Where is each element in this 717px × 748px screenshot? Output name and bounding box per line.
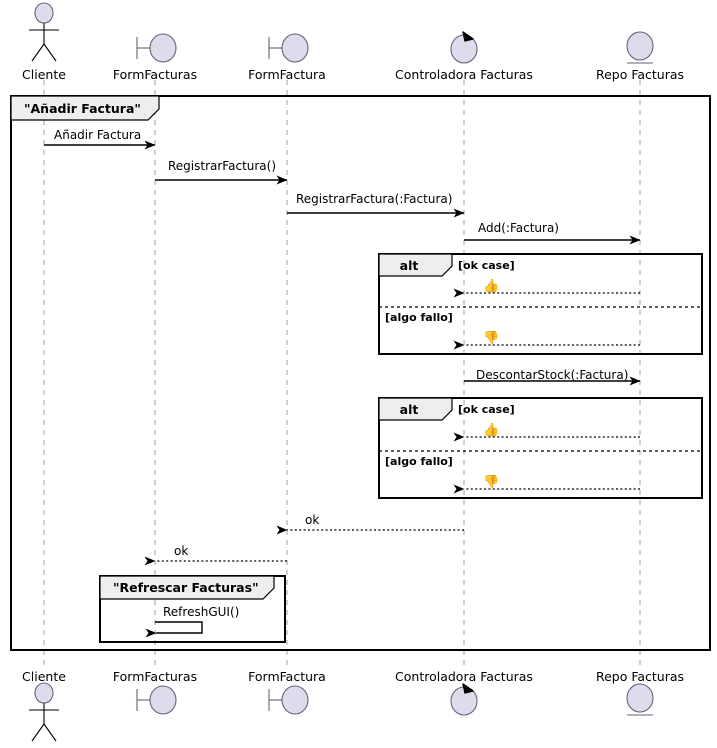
outer-frame-title: "Añadir Factura" bbox=[24, 101, 141, 116]
entity-icon-bottom-4 bbox=[626, 683, 654, 716]
alt-fragments-layer: alt [ok case] [algo fallo] alt [ok case] [alg… bbox=[378, 253, 703, 499]
participant-label-top-3: Controladora Facturas bbox=[395, 67, 533, 82]
control-arrow-icon bbox=[462, 683, 474, 694]
message-label-m9: 👎 bbox=[483, 474, 499, 490]
entity-icon-top-4 bbox=[626, 31, 654, 64]
alt-1-kind-tab bbox=[378, 253, 453, 277]
frames-layer: "Añadir Factura" "Refrescar Facturas" bbox=[10, 95, 711, 651]
alt-1-border bbox=[378, 253, 703, 355]
alt-2-kind-tab bbox=[378, 397, 453, 421]
actor-head-icon bbox=[34, 682, 54, 704]
lifelines-layer bbox=[43, 80, 641, 668]
message-m2: RegistrarFactura() bbox=[155, 159, 288, 185]
participant-headers-layer: Cliente FormFacturas FormFactura Controlado… bbox=[22, 2, 684, 82]
actor-stick-figure-icon-top-0 bbox=[29, 2, 59, 62]
boundary-icon-bottom-2 bbox=[268, 685, 309, 715]
message-m11: ok bbox=[144, 544, 287, 566]
actor-right-leg-line bbox=[43, 43, 57, 62]
message-m1: Añadir Factura bbox=[44, 128, 156, 150]
self-message-label: RefreshGUI() bbox=[163, 605, 239, 619]
message-m9: 👎 bbox=[453, 474, 640, 494]
message-label-m3: RegistrarFactura(:Factura) bbox=[296, 192, 452, 206]
alt-2-kind-label: alt bbox=[400, 402, 419, 417]
actor-left-leg-line bbox=[31, 723, 45, 742]
participant-label-bottom-3: Controladora Facturas bbox=[395, 669, 533, 684]
message-m6: 👎 bbox=[453, 330, 640, 350]
outer-frame-name-tab bbox=[10, 95, 160, 121]
actor-left-leg-line bbox=[31, 43, 45, 62]
participant-footers-layer: Cliente FormFacturas FormFactura Controlado… bbox=[22, 669, 684, 742]
entity-circle-icon bbox=[626, 31, 654, 61]
participant-label-bottom-2: FormFactura bbox=[248, 669, 326, 684]
self-message-m12: RefreshGUI() bbox=[145, 605, 239, 638]
alt-2-guard-0: [ok case] bbox=[458, 403, 515, 416]
participant-label-top-1: FormFacturas bbox=[113, 67, 197, 82]
participant-label-bottom-0: Cliente bbox=[22, 669, 66, 684]
message-m4: Add(:Factura) bbox=[464, 221, 641, 245]
boundary-circle-icon bbox=[281, 33, 309, 63]
actor-stick-figure-icon-bottom-0 bbox=[29, 682, 59, 742]
message-label-m5: 👍 bbox=[483, 278, 499, 294]
refrescar-frame-name-tab bbox=[99, 575, 275, 600]
boundary-icon-top-1 bbox=[136, 33, 177, 63]
message-label-m6: 👎 bbox=[483, 330, 499, 346]
message-m8: 👍 bbox=[453, 422, 640, 442]
message-label-m1: Añadir Factura bbox=[54, 128, 141, 142]
participant-label-bottom-1: FormFacturas bbox=[113, 669, 197, 684]
participant-label-bottom-4: Repo Facturas bbox=[596, 669, 684, 684]
message-m5: 👍 bbox=[453, 278, 640, 298]
alt-2: alt [ok case] [algo fallo] bbox=[378, 397, 703, 499]
message-label-m7: DescontarStock(:Factura) bbox=[476, 368, 628, 382]
message-m10: ok bbox=[276, 513, 464, 535]
boundary-circle-icon bbox=[149, 685, 177, 715]
alt-2-border bbox=[378, 397, 703, 499]
message-label-m4: Add(:Factura) bbox=[478, 221, 559, 235]
actor-head-icon bbox=[34, 2, 54, 24]
alt-1: alt [ok case] [algo fallo] bbox=[378, 253, 703, 355]
boundary-icon-top-2 bbox=[268, 33, 309, 63]
self-message-line bbox=[145, 621, 203, 638]
boundary-circle-icon bbox=[149, 33, 177, 63]
outer-frame-border bbox=[10, 95, 711, 651]
control-icon-bottom-3 bbox=[450, 683, 478, 716]
message-m7: DescontarStock(:Factura) bbox=[464, 368, 641, 386]
alt-1-guard-1: [algo fallo] bbox=[385, 311, 453, 324]
control-arrow-icon bbox=[462, 31, 474, 42]
alt-1-kind-label: alt bbox=[400, 258, 419, 273]
participant-label-top-4: Repo Facturas bbox=[596, 67, 684, 82]
participant-label-top-2: FormFactura bbox=[248, 67, 326, 82]
participant-label-top-0: Cliente bbox=[22, 67, 66, 82]
actor-right-leg-line bbox=[43, 723, 57, 742]
message-label-m2: RegistrarFactura() bbox=[168, 159, 276, 173]
boundary-circle-icon bbox=[281, 685, 309, 715]
refrescar-frame-title: "Refrescar Facturas" bbox=[113, 580, 259, 595]
message-label-m10: ok bbox=[305, 513, 319, 527]
alt-2-guard-1: [algo fallo] bbox=[385, 455, 453, 468]
outer-frame: "Añadir Factura" bbox=[10, 95, 711, 651]
message-label-m11: ok bbox=[174, 544, 188, 558]
control-icon-top-3 bbox=[450, 31, 478, 64]
boundary-icon-bottom-1 bbox=[136, 685, 177, 715]
refrescar-frame: "Refrescar Facturas" bbox=[99, 575, 286, 643]
alt-1-guard-0: [ok case] bbox=[458, 259, 515, 272]
entity-circle-icon bbox=[626, 683, 654, 713]
message-label-m8: 👍 bbox=[483, 422, 499, 438]
message-m3: RegistrarFactura(:Factura) bbox=[287, 192, 465, 218]
